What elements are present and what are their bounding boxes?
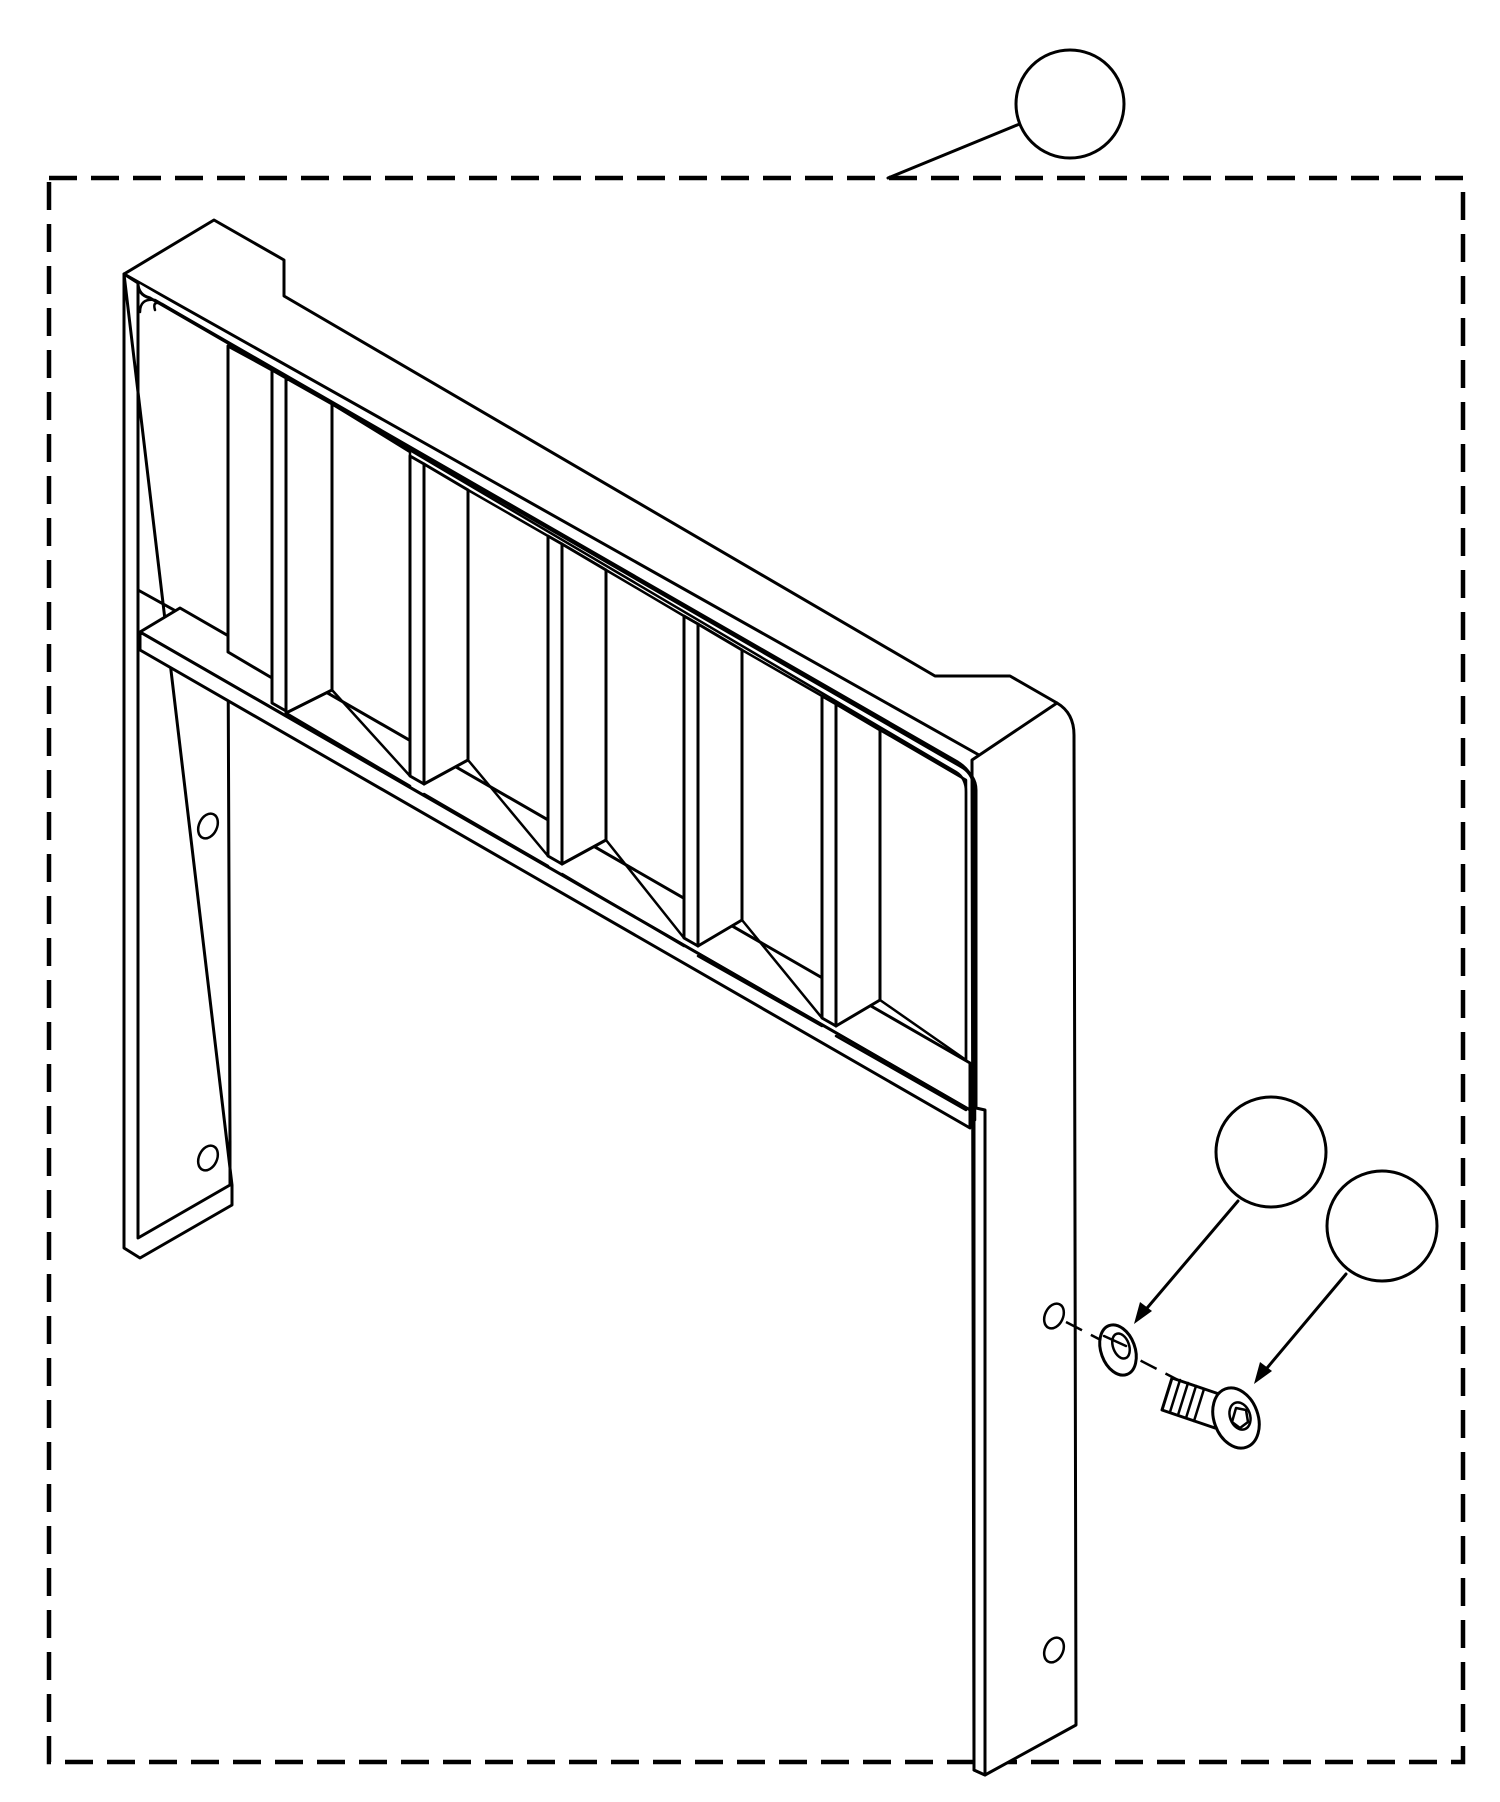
frame-slat-bay-4 (696, 622, 744, 948)
frame-slats (226, 344, 968, 1112)
frame-left-leg (122, 272, 234, 1260)
callout-washer-arrowhead (1134, 1302, 1152, 1324)
callout-assembly (886, 48, 1126, 180)
frame-hole-right-upper (1042, 1302, 1066, 1330)
frame-right-leg-side (970, 701, 1078, 1777)
frame-slat-bay-2 (422, 462, 470, 786)
frame-inner-rim (138, 298, 977, 1122)
callout-assembly-leader (886, 121, 1024, 180)
frame-part (122, 218, 1078, 1777)
callout-screw (1254, 1169, 1439, 1384)
screw-part (1160, 1376, 1261, 1450)
frame-slat-bay-5 (834, 702, 882, 1028)
frame-hole-right-lower (1042, 1636, 1066, 1664)
frame-slat-4-side (682, 614, 700, 948)
callout-screw-bubble (1325, 1169, 1439, 1283)
washer-part (1098, 1323, 1138, 1377)
callout-washer-leader (1140, 1199, 1240, 1316)
callout-assembly-bubble (1014, 48, 1126, 160)
callout-screw-leader (1260, 1272, 1348, 1376)
frame-slat-2-side (408, 454, 426, 786)
frame-slat-1 (226, 344, 274, 680)
callout-washer (1134, 1095, 1328, 1324)
frame-slat-1-side (270, 368, 288, 713)
callout-washer-bubble (1214, 1095, 1328, 1209)
frame-slat-5-side (820, 694, 838, 1028)
frame-hole-left-lower (196, 1144, 220, 1172)
frame-slat-bay-1 (284, 376, 334, 715)
frame-slat-3-side (546, 534, 564, 866)
frame-slat-bay-3 (560, 542, 608, 866)
assembly-boundary (46, 175, 1466, 1765)
callout-screw-arrowhead (1254, 1362, 1272, 1384)
frame-hole-left-upper (196, 812, 220, 840)
frame-crossbar-front (138, 630, 972, 1130)
